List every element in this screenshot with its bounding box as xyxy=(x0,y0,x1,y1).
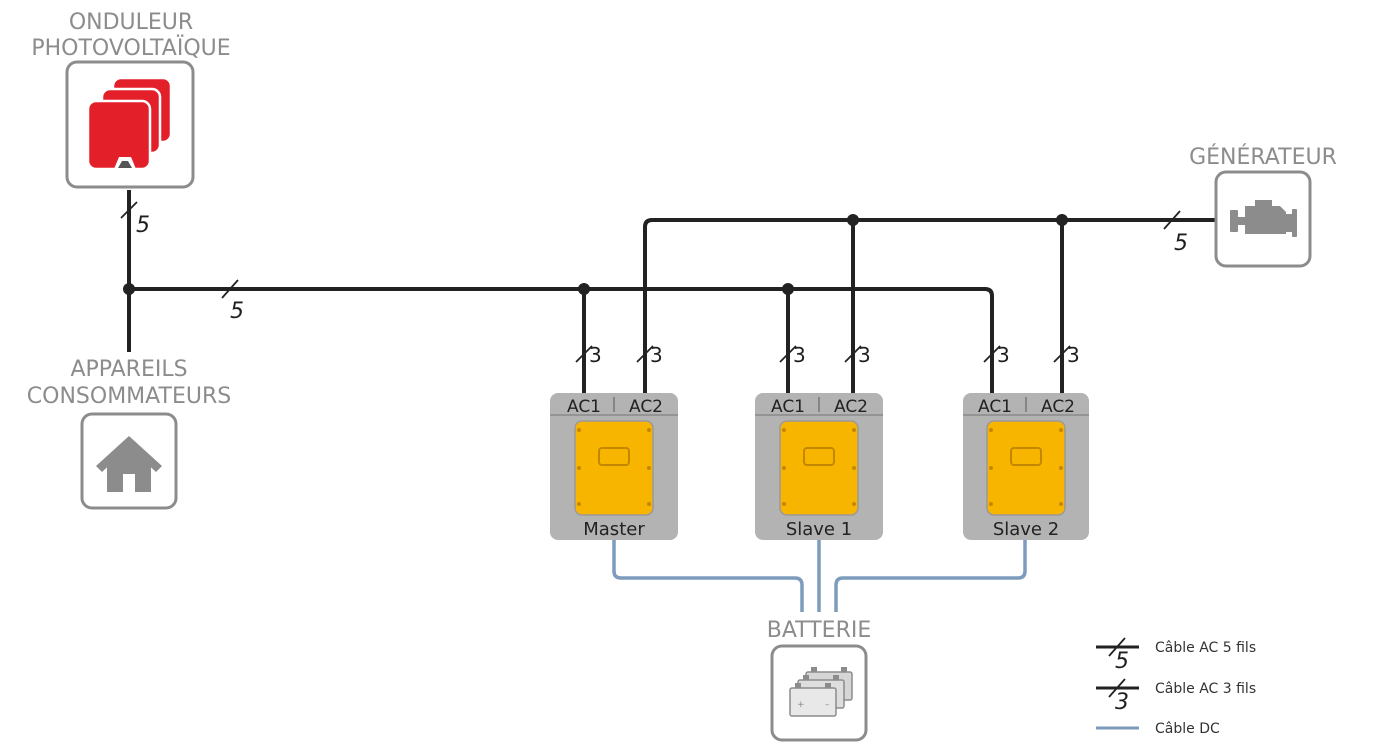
slave2-port-ac1: AC1 xyxy=(978,397,1012,417)
pv-inverter-label-line2: PHOTOVOLTAÏQUE xyxy=(31,35,230,61)
master-ac1-wire-count: 3 xyxy=(589,343,602,367)
slave1-unit-name: Slave 1 xyxy=(786,519,852,540)
battery-device: + – xyxy=(770,644,868,742)
wire-tick xyxy=(844,345,862,363)
loads-label-line1: APPAREILS xyxy=(70,357,187,382)
slave2-unit: AC1 AC2 Slave 2 xyxy=(963,393,1089,540)
master-port-ac1: AC1 xyxy=(567,397,601,417)
svg-text:–: – xyxy=(825,700,830,710)
wire-tick xyxy=(221,279,239,299)
loads-device xyxy=(80,412,178,510)
legend-dc-text: Câble DC xyxy=(1155,721,1220,737)
battery-icon: + – xyxy=(789,667,853,717)
legend: 5 Câble AC 5 fils 3 Câble AC 3 fils Câbl… xyxy=(1096,637,1256,737)
generator-device xyxy=(1214,170,1312,268)
slave1-ac2-wire-count: 3 xyxy=(858,343,871,367)
pv-inverter-label-line1: ONDULEUR xyxy=(69,10,193,35)
slave1-unit: AC1 AC2 Slave 1 xyxy=(755,393,883,540)
pv-inverter-device xyxy=(65,60,195,189)
slave2-ac1-wire-count: 3 xyxy=(997,343,1010,367)
svg-text:+: + xyxy=(797,700,805,710)
wire-tick xyxy=(575,345,593,363)
slave2-dc-cable xyxy=(834,538,1027,612)
pv-wire-count: 5 xyxy=(136,213,150,238)
master-port-ac2: AC2 xyxy=(629,397,663,417)
slave1-ac1-wire-count: 3 xyxy=(793,343,806,367)
junction-dot xyxy=(782,283,794,295)
junction-dot xyxy=(578,283,590,295)
battery-label: BATTERIE xyxy=(767,618,872,643)
wire-tick xyxy=(120,201,138,219)
legend-ac3-count: 3 xyxy=(1115,690,1129,715)
slave2-ac2-wire-count: 3 xyxy=(1067,343,1080,367)
wire-tick xyxy=(983,345,1001,363)
slave2-unit-name: Slave 2 xyxy=(993,519,1059,540)
legend-ac5-count: 5 xyxy=(1115,649,1129,674)
master-ac2-wire-count: 3 xyxy=(650,343,663,367)
pv-inverter-icon xyxy=(86,76,173,171)
generator-wire-count: 5 xyxy=(1174,231,1188,256)
master-dc-cable xyxy=(612,538,804,612)
legend-ac3-text: Câble AC 3 fils xyxy=(1155,681,1256,697)
wire-tick xyxy=(779,345,797,363)
wire-tick xyxy=(1053,345,1071,363)
slave1-port-ac1: AC1 xyxy=(771,397,805,417)
bus-wire-count: 5 xyxy=(230,299,244,324)
generator-ac-bus xyxy=(643,218,1217,395)
wire-tick xyxy=(1163,210,1181,230)
engine-icon xyxy=(1230,200,1297,237)
wire-tick xyxy=(1108,678,1126,698)
main-ac-bus xyxy=(129,287,994,395)
slave1-port-ac2: AC2 xyxy=(834,397,868,417)
junction-dot xyxy=(1056,214,1068,226)
wire-tick xyxy=(636,345,654,363)
master-unit-name: Master xyxy=(583,519,645,540)
slave2-port-ac2: AC2 xyxy=(1041,397,1075,417)
junction-dot xyxy=(123,283,135,295)
legend-ac5-text: Câble AC 5 fils xyxy=(1155,640,1256,656)
loads-label-line2: CONSOMMATEURS xyxy=(27,384,231,409)
generator-label: GÉNÉRATEUR xyxy=(1189,144,1337,170)
junction-dot xyxy=(847,214,859,226)
wire-tick xyxy=(1108,637,1126,657)
master-unit: AC1 AC2 Master xyxy=(550,393,678,540)
house-icon xyxy=(96,436,162,492)
